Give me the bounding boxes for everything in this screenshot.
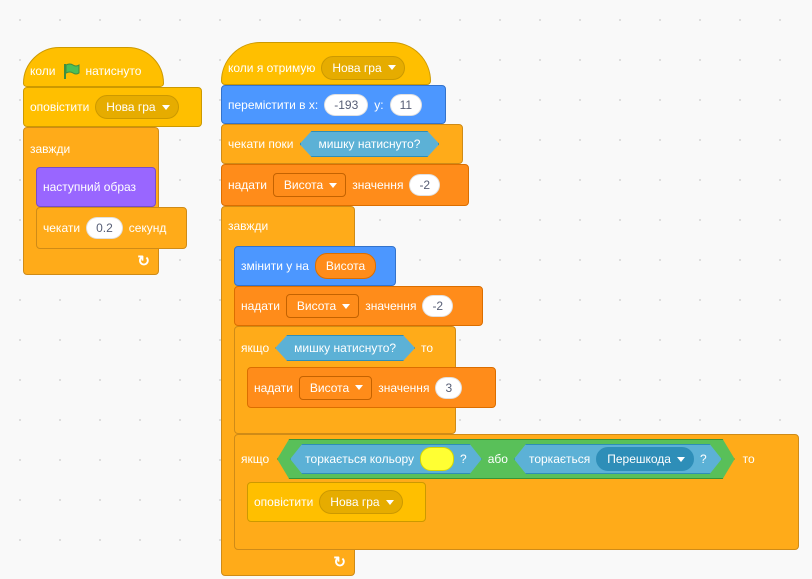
set-variable-to-label: значення bbox=[378, 380, 430, 395]
set-variable-block-3[interactable]: надати Висота значення 3 bbox=[247, 367, 496, 408]
when-receive-label: коли я отримую bbox=[228, 60, 316, 75]
goto-x-input[interactable]: -193 bbox=[324, 93, 369, 116]
set-variable-value-input[interactable]: -2 bbox=[409, 174, 441, 196]
variable-dropdown[interactable]: Висота bbox=[285, 294, 360, 318]
mouse-down-reporter[interactable]: мишку натиснуто? bbox=[275, 335, 415, 361]
wait-label: чекати bbox=[43, 221, 81, 235]
broadcast-message-value: Нова гра bbox=[106, 100, 156, 114]
touching-sprite-reporter[interactable]: торкається Перешкода ? bbox=[514, 444, 722, 474]
goto-label: перемістити в x: bbox=[228, 97, 319, 112]
broadcast-message-dropdown[interactable]: Нова гра bbox=[319, 490, 403, 514]
change-y-label: змінити y на bbox=[241, 259, 309, 273]
chevron-down-icon bbox=[161, 104, 170, 110]
set-variable-value-input[interactable]: 3 bbox=[435, 376, 463, 399]
if-block-1[interactable]: якщо мишку натиснуто? то bbox=[234, 326, 456, 434]
when-flag-post: натиснуто bbox=[85, 64, 142, 78]
when-i-receive-block[interactable]: коли я отримую Нова гра bbox=[221, 42, 431, 85]
next-costume-block[interactable]: наступний образ bbox=[36, 167, 156, 207]
broadcast-block-2[interactable]: оповістити Нова гра bbox=[247, 482, 426, 522]
set-variable-block-1[interactable]: надати Висота значення -2 bbox=[221, 164, 469, 206]
chevron-down-icon bbox=[385, 499, 394, 505]
set-variable-label: надати bbox=[241, 299, 280, 313]
variable-name: Висота bbox=[309, 380, 350, 395]
touching-color-reporter[interactable]: торкається кольору ? bbox=[290, 444, 482, 474]
forever-repeat-icon: ↻ bbox=[333, 554, 346, 571]
green-flag-icon bbox=[62, 62, 80, 80]
if-label: якщо bbox=[241, 452, 270, 466]
touching-color-label: торкається кольору bbox=[305, 452, 415, 466]
touching-color-q: ? bbox=[460, 452, 467, 466]
wait-until-label: чекати поки bbox=[228, 137, 294, 151]
receive-message-value: Нова гра bbox=[332, 60, 382, 75]
sprite-dropdown[interactable]: Перешкода bbox=[596, 447, 694, 471]
then-label: то bbox=[742, 452, 755, 466]
touching-sprite-q: ? bbox=[699, 452, 707, 466]
goto-xy-block[interactable]: перемістити в x: -193 y: 11 bbox=[221, 85, 446, 124]
or-label: або bbox=[487, 452, 508, 466]
goto-y-label: y: bbox=[374, 97, 384, 112]
receive-message-dropdown[interactable]: Нова гра bbox=[321, 55, 405, 80]
color-swatch[interactable] bbox=[420, 447, 454, 471]
broadcast-block[interactable]: оповістити Нова гра bbox=[23, 87, 202, 127]
broadcast-label: оповістити bbox=[254, 495, 314, 509]
forever-label: завжди bbox=[30, 142, 71, 156]
mouse-down-reporter[interactable]: мишку натиснуто? bbox=[300, 131, 440, 157]
chevron-down-icon bbox=[329, 182, 338, 188]
change-y-block[interactable]: змінити y на Висота bbox=[234, 246, 396, 286]
wait-block[interactable]: чекати 0.2 секунд bbox=[36, 207, 187, 249]
chevron-down-icon bbox=[342, 303, 351, 309]
chevron-down-icon bbox=[677, 457, 685, 462]
wait-seconds-input[interactable]: 0.2 bbox=[86, 217, 123, 239]
mouse-down-label: мишку натиснуто? bbox=[318, 137, 421, 151]
variable-name: Висота bbox=[296, 299, 337, 313]
set-variable-to-label: значення bbox=[365, 299, 417, 313]
broadcast-message-dropdown[interactable]: Нова гра bbox=[95, 95, 179, 119]
forever-label: завжди bbox=[228, 219, 269, 233]
set-variable-value-input[interactable]: -2 bbox=[422, 295, 454, 317]
broadcast-message-value: Нова гра bbox=[330, 495, 380, 509]
goto-y-input[interactable]: 11 bbox=[389, 93, 423, 116]
variable-name: Висота bbox=[283, 178, 324, 192]
wait-unit: секунд bbox=[128, 221, 167, 235]
variable-dropdown[interactable]: Висота bbox=[272, 173, 347, 197]
sprite-name: Перешкода bbox=[607, 452, 671, 466]
when-flag-clicked-block[interactable]: коли натиснуто bbox=[23, 47, 164, 87]
set-variable-block-2[interactable]: надати Висота значення -2 bbox=[234, 286, 483, 326]
variable-reporter[interactable]: Висота bbox=[314, 253, 377, 279]
wait-until-block[interactable]: чекати поки мишку натиснуто? bbox=[221, 124, 463, 164]
chevron-down-icon bbox=[387, 65, 396, 70]
if-label: якщо bbox=[241, 341, 270, 355]
broadcast-label: оповістити bbox=[30, 100, 90, 114]
chevron-down-icon bbox=[355, 385, 364, 390]
touching-label: торкається bbox=[528, 452, 591, 466]
or-operator[interactable]: торкається кольору ? або торкається Пере… bbox=[277, 439, 735, 479]
variable-dropdown[interactable]: Висота bbox=[298, 375, 373, 400]
forever-repeat-icon: ↻ bbox=[137, 253, 150, 270]
then-label: то bbox=[421, 341, 434, 355]
set-variable-label: надати bbox=[228, 178, 267, 192]
next-costume-label: наступний образ bbox=[43, 180, 137, 194]
set-variable-to-label: значення bbox=[352, 178, 404, 192]
set-variable-label: надати bbox=[254, 380, 293, 395]
when-flag-pre: коли bbox=[30, 64, 56, 78]
mouse-down-label: мишку натиснуто? bbox=[294, 341, 397, 355]
